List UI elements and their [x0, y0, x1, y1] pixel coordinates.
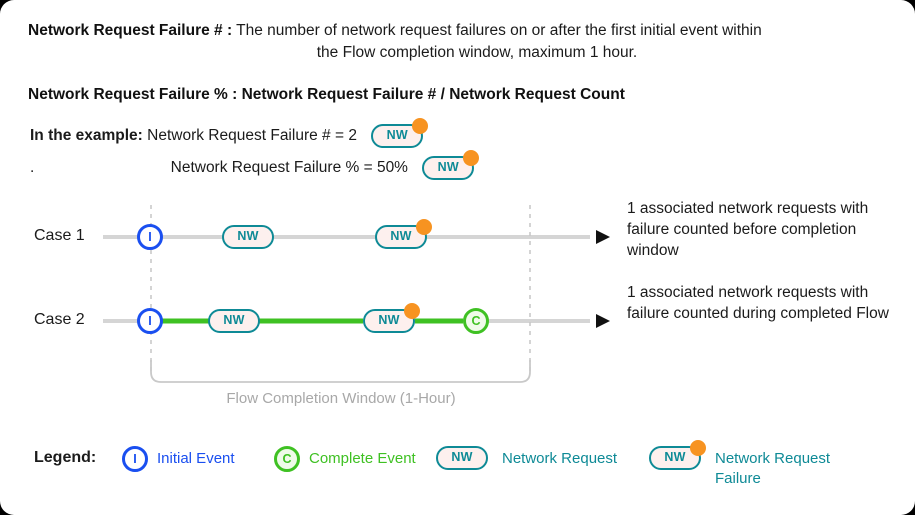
nw-badge-label: NW — [378, 313, 400, 327]
case1-initial-event-node: I — [137, 224, 163, 250]
definition-formula: Network Request Failure # / Network Requ… — [241, 86, 625, 103]
nw-badge-label: NW — [237, 229, 259, 243]
case2-network-request-node: NW — [208, 309, 260, 333]
failure-dot-icon — [463, 150, 480, 166]
nw-badge-label: NW — [451, 450, 473, 464]
network-request-failure-icon: NW — [363, 303, 420, 333]
definitions-block: Network Request Failure # : The number o… — [28, 20, 886, 106]
nw-badge-label: NW — [390, 229, 412, 243]
definition-row-failure-percent: Network Request Failure % : Network Requ… — [28, 84, 886, 106]
example-bullet: . — [30, 159, 35, 177]
flow-completion-window-label: Flow Completion Window (1-Hour) — [226, 390, 456, 407]
case2-label: Case 2 — [34, 311, 85, 328]
case1-annotation: 1 associated network requests with failu… — [627, 200, 869, 259]
failure-dot-icon — [404, 303, 420, 319]
complete-event-glyph: C — [274, 446, 300, 472]
legend-label-network-request: Network Request — [502, 450, 618, 467]
failure-dot-icon — [690, 440, 706, 456]
case2-arrow-icon — [596, 314, 610, 328]
network-request-icon: NW — [208, 309, 260, 333]
case2-initial-event-node: I — [137, 308, 163, 334]
legend: Legend: I Initial Event C Complete Event… — [34, 440, 894, 503]
definition-term: Network Request Failure # : — [28, 22, 233, 39]
nw-badge-label: NW — [386, 128, 408, 142]
legend-label-complete-event: Complete Event — [309, 450, 416, 467]
definition-term: Network Request Failure % : — [28, 86, 238, 103]
case1-network-request-failure-node: NW — [375, 219, 432, 249]
network-request-failure-icon: NW — [375, 219, 432, 249]
legend-label-initial-event: Initial Event — [157, 450, 235, 467]
legend-item-network-request-failure: NW Network Request Failure — [649, 440, 845, 488]
initial-event-icon: I — [122, 446, 148, 472]
nw-badge-label: NW — [437, 160, 459, 174]
case2-complete-event-node: C — [463, 308, 489, 334]
network-request-failure-icon: NW — [422, 150, 480, 180]
failure-dot-icon — [416, 219, 432, 235]
nw-badge-label: NW — [664, 450, 686, 464]
legend-title: Legend: — [34, 449, 97, 466]
network-request-icon: NW — [222, 225, 274, 249]
initial-event-icon: I — [137, 308, 163, 334]
case2-annotation: 1 associated network requests with failu… — [627, 284, 889, 322]
case2-network-request-failure-node: NW — [363, 303, 420, 333]
example-line-percent: . Network Request Failure % = 50% NW — [30, 150, 590, 188]
complete-event-icon: C — [274, 446, 300, 472]
case1-arrow-icon — [596, 230, 610, 244]
legend-item-initial-event: I Initial Event — [122, 446, 235, 472]
nw-badge-label: NW — [223, 313, 245, 327]
initial-event-icon: I — [137, 224, 163, 250]
case1-label: Case 1 — [34, 227, 85, 244]
network-request-failure-icon: NW — [649, 440, 706, 470]
definition-description-line2: the Flow completion window, maximum 1 ho… — [316, 44, 638, 61]
example-block: In the example: Network Request Failure … — [30, 118, 590, 188]
complete-event-icon: C — [463, 308, 489, 334]
flow-completion-bracket — [150, 360, 531, 383]
definition-description: The number of network request failures o… — [236, 22, 762, 39]
example-lead-label: In the example: — [30, 127, 143, 145]
legend-item-complete-event: C Complete Event — [274, 446, 416, 472]
network-request-icon: NW — [436, 446, 488, 470]
definition-row-failure-count: Network Request Failure # : The number o… — [28, 20, 886, 64]
failure-dot-icon — [412, 118, 429, 134]
legend-label-network-request-failure: Network Request Failure — [715, 450, 831, 487]
example-count-text: Network Request Failure # = 2 — [147, 127, 357, 145]
initial-event-glyph: I — [122, 446, 148, 472]
case1-network-request-node: NW — [222, 225, 274, 249]
network-request-failure-icon: NW — [371, 118, 429, 148]
legend-item-network-request: NW Network Request — [436, 446, 617, 470]
example-percent-text: Network Request Failure % = 50% — [170, 159, 408, 177]
example-line-count: In the example: Network Request Failure … — [30, 118, 590, 156]
